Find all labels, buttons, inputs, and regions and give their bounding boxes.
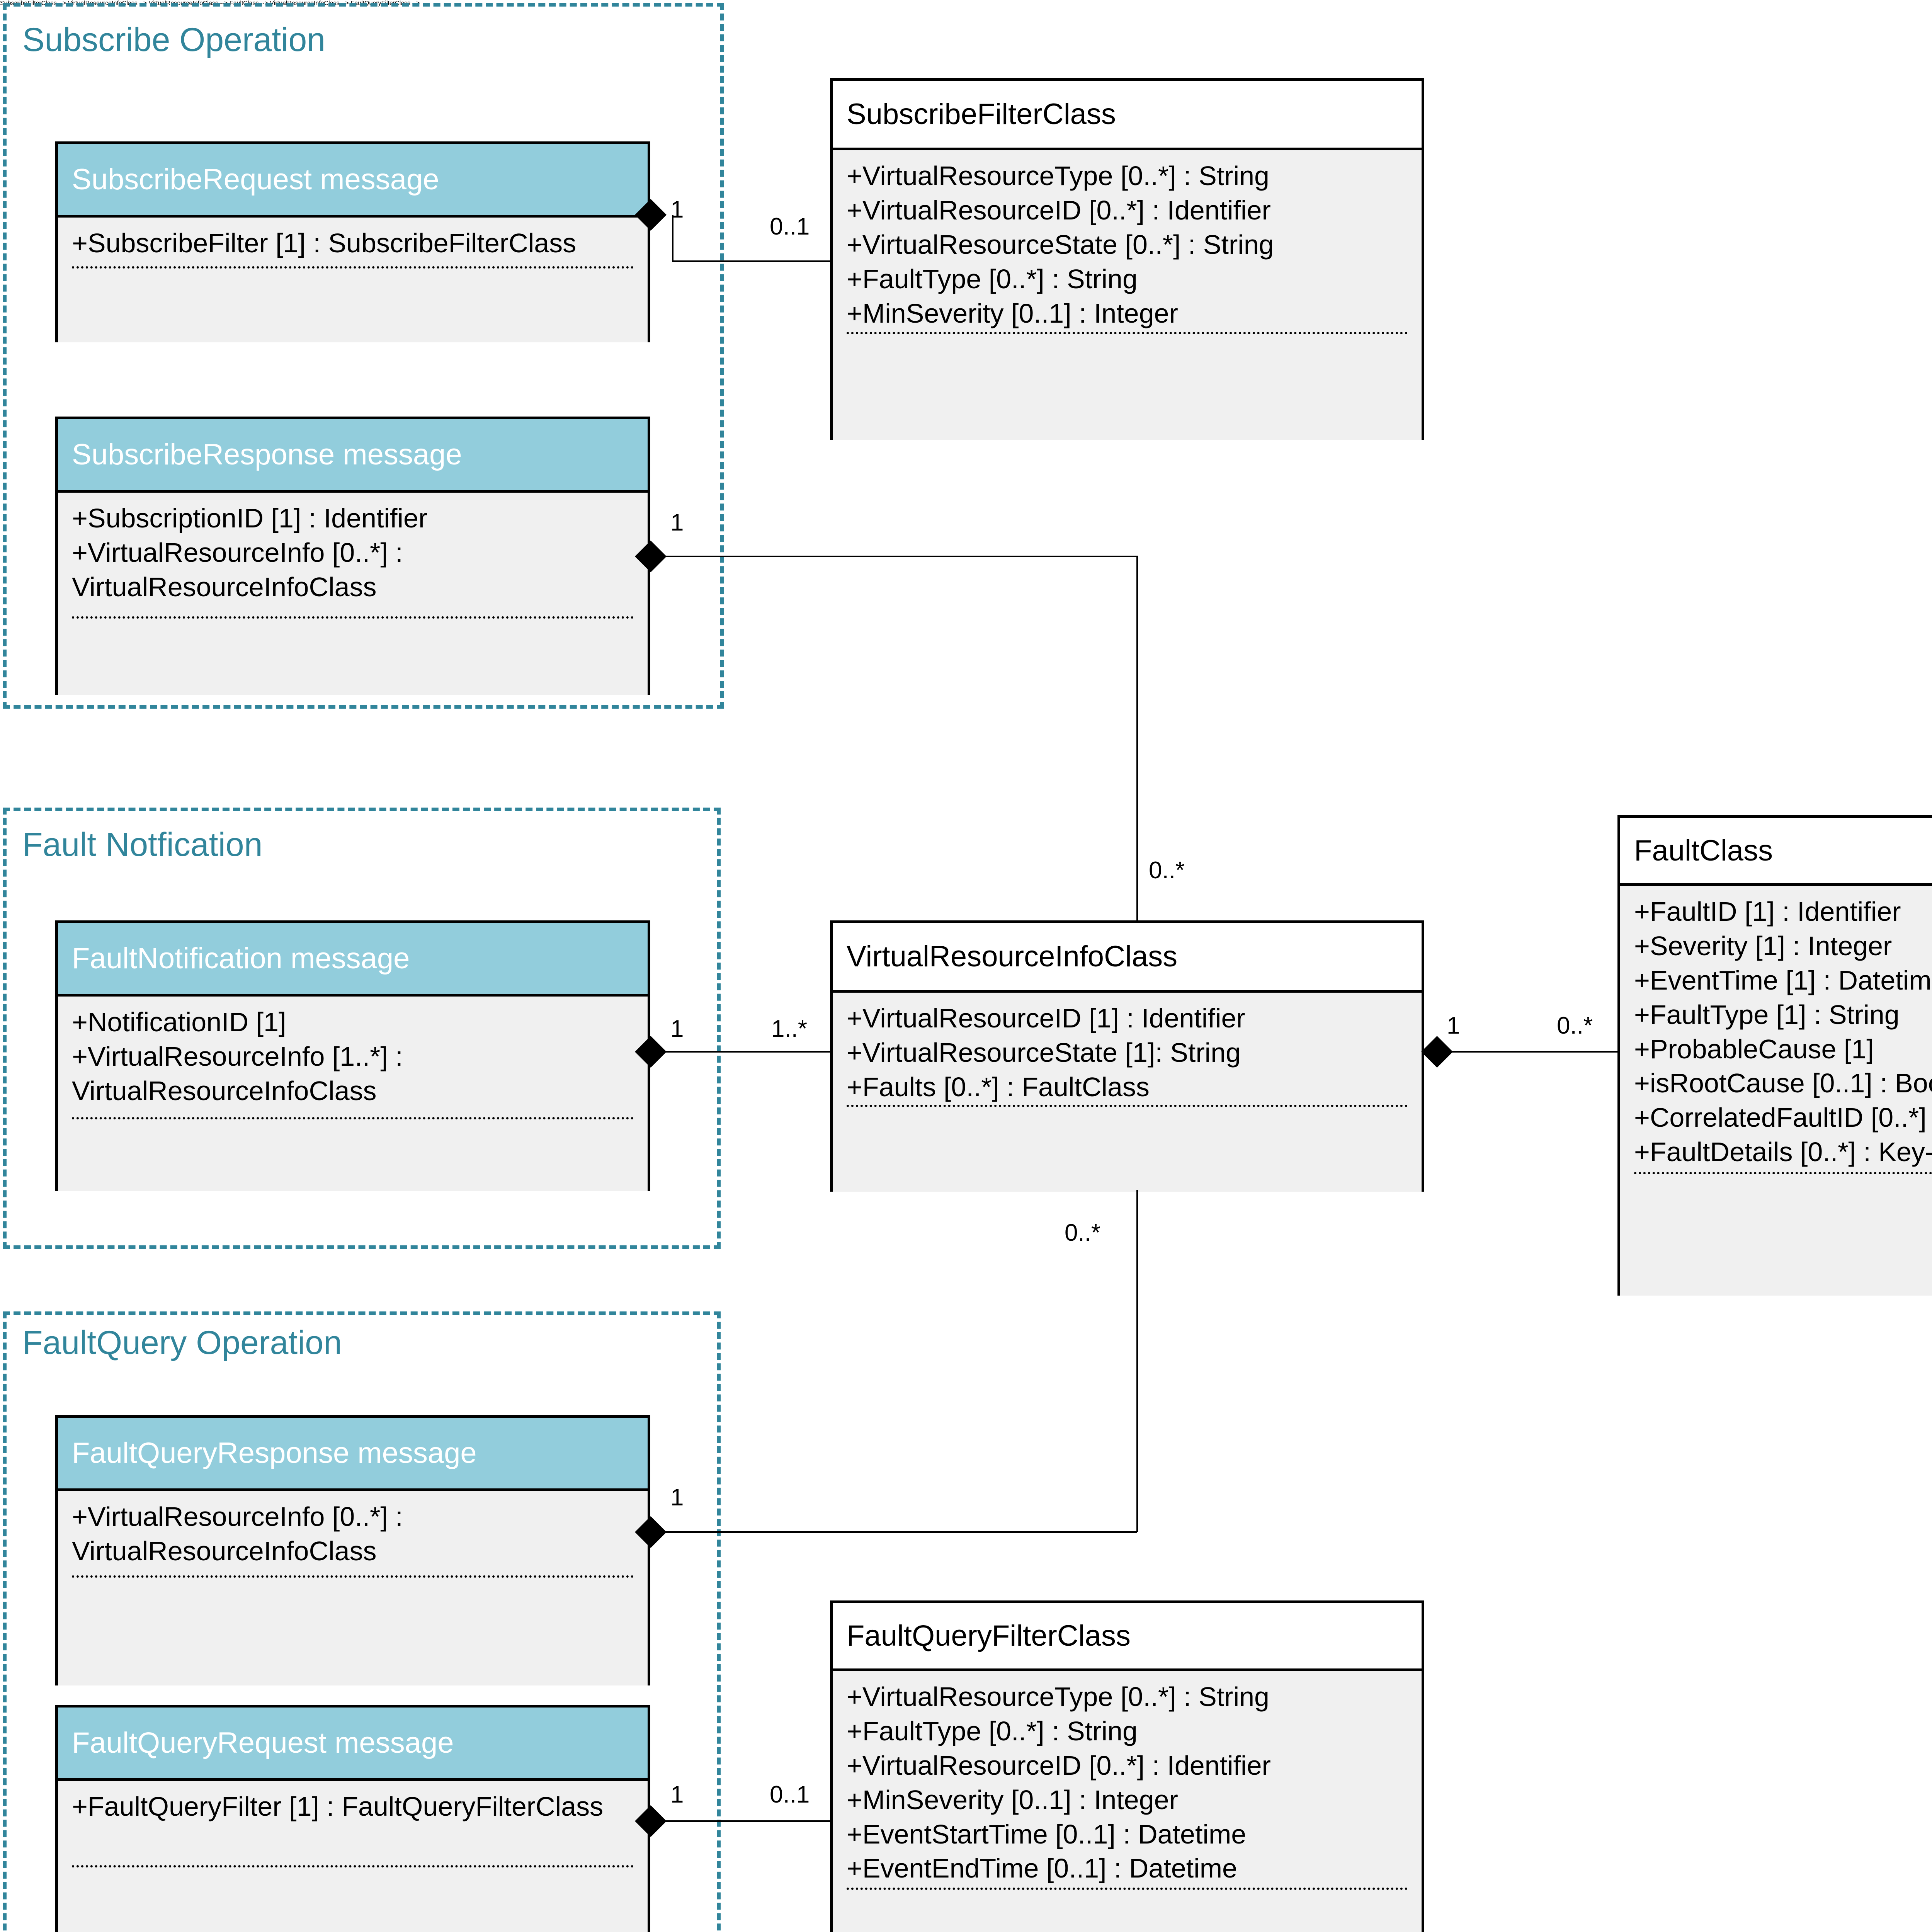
attribute-row: +FaultQueryFilter [1] : FaultQueryFilter… [72, 1791, 604, 1821]
connector-segment-horizontal [661, 556, 1137, 557]
attribute-row: +EventEndTime [0..1] : Datetime [847, 1853, 1237, 1884]
group-title-fault-notification: Fault Notfication [22, 826, 263, 863]
node-subscribe-response-message[interactable]: SubscribeResponse message +SubscriptionI… [55, 417, 650, 695]
multiplicity-label: 1 [670, 1015, 684, 1042]
attribute-separator [1634, 1172, 1932, 1174]
multiplicity-label: 1..* [771, 1015, 808, 1042]
attribute-row: +MinSeverity [0..1] : Integer [847, 298, 1178, 328]
node-subscribe-request-message[interactable]: SubscribeRequest message +SubscribeFilte… [55, 141, 650, 342]
connector-segment-vertical [1136, 556, 1138, 922]
node-header-subscribe-filter-class: SubscribeFilterClass [833, 81, 1422, 150]
attribute-row: +VirtualResourceID [1] : Identifier [847, 1003, 1245, 1033]
connector-segment-vertical [1136, 1190, 1138, 1532]
attribute-row: +FaultType [0..*] : String [847, 1716, 1138, 1746]
attribute-row: +VirtualResourceState [1]: String [847, 1037, 1241, 1068]
attribute-row: +VirtualResourceType [0..*] : String [847, 1682, 1269, 1712]
node-header-fault-class: FaultClass [1620, 818, 1932, 886]
attribute-row: +EventTime [1] : Datetime [1634, 965, 1932, 995]
group-frame-fault-notification [3, 808, 721, 1249]
attribute-row: +FaultDetails [0..*] : Key-Value pairs [1634, 1137, 1932, 1167]
node-body-fault-query-request: +FaultQueryFilter [1] : FaultQueryFilter… [58, 1781, 648, 1932]
attribute-row: +VirtualResourceState [0..*] : String [847, 229, 1274, 260]
node-header-fault-notification: FaultNotification message [58, 923, 648, 997]
multiplicity-label: 1 [670, 196, 684, 223]
node-fault-query-filter-class[interactable]: FaultQueryFilterClass +VirtualResourceTy… [830, 1600, 1424, 1932]
node-body-subscribe-request: +SubscribeFilter [1] : SubscribeFilterCl… [58, 218, 648, 342]
attribute-separator [72, 266, 634, 269]
node-header-fault-query-filter-class: FaultQueryFilterClass [833, 1603, 1422, 1671]
multiplicity-label: 1 [1447, 1012, 1460, 1039]
attribute-row: +NotificationID [1] [72, 1007, 286, 1037]
attribute-row: +VirtualResourceID [0..*] : Identifier [847, 195, 1271, 225]
multiplicity-label: 0..* [1065, 1219, 1101, 1246]
attribute-row: +EventStartTime [0..1] : Datetime [847, 1819, 1247, 1849]
attribute-row: +MinSeverity [0..1] : Integer [847, 1784, 1178, 1815]
attribute-row: +VirtualResourceType [0..*] : String [847, 161, 1269, 191]
multiplicity-label: 1 [670, 509, 684, 536]
attribute-separator [847, 332, 1408, 334]
node-header-subscribe-request: SubscribeRequest message [58, 144, 648, 218]
multiplicity-label: 0..1 [770, 1781, 810, 1808]
attribute-row: +VirtualResourceInfo [0..*] : VirtualRes… [72, 537, 403, 602]
attribute-row: +CorrelatedFaultID [0..*] : Identifier [1634, 1102, 1932, 1133]
node-header-virtual-resource-info-class: VirtualResourceInfoClass [833, 923, 1422, 993]
node-fault-notification-message[interactable]: FaultNotification message +NotificationI… [55, 920, 650, 1191]
attribute-row: +FaultType [0..*] : String [847, 264, 1138, 294]
node-header-fault-query-request: FaultQueryRequest message [58, 1708, 648, 1781]
node-body-subscribe-filter-class: +VirtualResourceType [0..*] : String +Vi… [833, 150, 1422, 440]
attribute-row: +FaultID [1] : Identifier [1634, 896, 1901, 927]
node-body-fault-query-filter-class: +VirtualResourceType [0..*] : String +Fa… [833, 1671, 1422, 1932]
group-frame-subscribe-operation [3, 3, 724, 709]
attribute-separator [72, 1865, 634, 1867]
connector-segment-horizontal [661, 1531, 1137, 1533]
attribute-row: +isRootCause [0..1] : Boolean [1634, 1068, 1932, 1099]
node-body-virtual-resource-info-class: +VirtualResourceID [1] : Identifier +Vir… [833, 993, 1422, 1192]
group-title-faultquery-operation: FaultQuery Operation [22, 1324, 342, 1361]
attribute-row: +Severity [1] : Integer [1634, 930, 1892, 961]
attribute-row: +VirtualResourceID [0..*] : Identifier [847, 1750, 1271, 1781]
attribute-row: +ProbableCause [1] [1634, 1034, 1874, 1064]
multiplicity-label: 0..* [1557, 1012, 1593, 1039]
attribute-separator [72, 616, 634, 619]
connector-segment-horizontal [661, 1051, 832, 1053]
attribute-separator [72, 1575, 634, 1578]
group-title-subscribe-operation: Subscribe Operation [22, 21, 325, 58]
attribute-row: +VirtualResourceInfo [1..*] : VirtualRes… [72, 1041, 403, 1106]
multiplicity-label: 0..1 [770, 213, 810, 240]
node-body-fault-query-response: +VirtualResourceInfo [0..*] : VirtualRes… [58, 1491, 648, 1685]
attribute-row: +SubscribeFilter [1] : SubscribeFilterCl… [72, 228, 577, 258]
attribute-separator [847, 1888, 1408, 1890]
connector-segment-horizontal [672, 260, 831, 262]
attribute-separator [72, 1117, 634, 1119]
node-virtual-resource-info-class[interactable]: VirtualResourceInfoClass +VirtualResourc… [830, 920, 1424, 1192]
attribute-separator [847, 1105, 1408, 1107]
connector-segment-vertical [672, 215, 673, 261]
node-body-fault-class: +FaultID [1] : Identifier +Severity [1] … [1620, 886, 1932, 1296]
group-frame-faultquery-operation [3, 1311, 721, 1932]
multiplicity-label: 1 [670, 1484, 684, 1511]
attribute-row: +VirtualResourceInfo [0..*] : VirtualRes… [72, 1502, 403, 1566]
attribute-row: +Faults [0..*] : FaultClass [847, 1071, 1150, 1102]
node-header-fault-query-response: FaultQueryResponse message [58, 1418, 648, 1491]
attribute-row: +FaultType [1] : String [1634, 999, 1900, 1030]
node-fault-query-request-message[interactable]: FaultQueryRequest message +FaultQueryFil… [55, 1705, 650, 1932]
node-fault-query-response-message[interactable]: FaultQueryResponse message +VirtualResou… [55, 1415, 650, 1685]
connector-segment-horizontal [661, 1820, 832, 1822]
multiplicity-label: 0..* [1149, 857, 1185, 884]
multiplicity-label: 1 [670, 1781, 684, 1808]
node-header-subscribe-response: SubscribeResponse message [58, 419, 648, 493]
node-subscribe-filter-class[interactable]: SubscribeFilterClass +VirtualResourceTyp… [830, 78, 1424, 440]
node-fault-class[interactable]: FaultClass +FaultID [1] : Identifier +Se… [1617, 815, 1932, 1296]
node-body-fault-notification: +NotificationID [1] +VirtualResourceInfo… [58, 997, 648, 1191]
node-body-subscribe-response: +SubscriptionID [1] : Identifier +Virtua… [58, 493, 648, 695]
attribute-row: +SubscriptionID [1] : Identifier [72, 503, 428, 533]
connector-segment-horizontal [1447, 1051, 1619, 1053]
